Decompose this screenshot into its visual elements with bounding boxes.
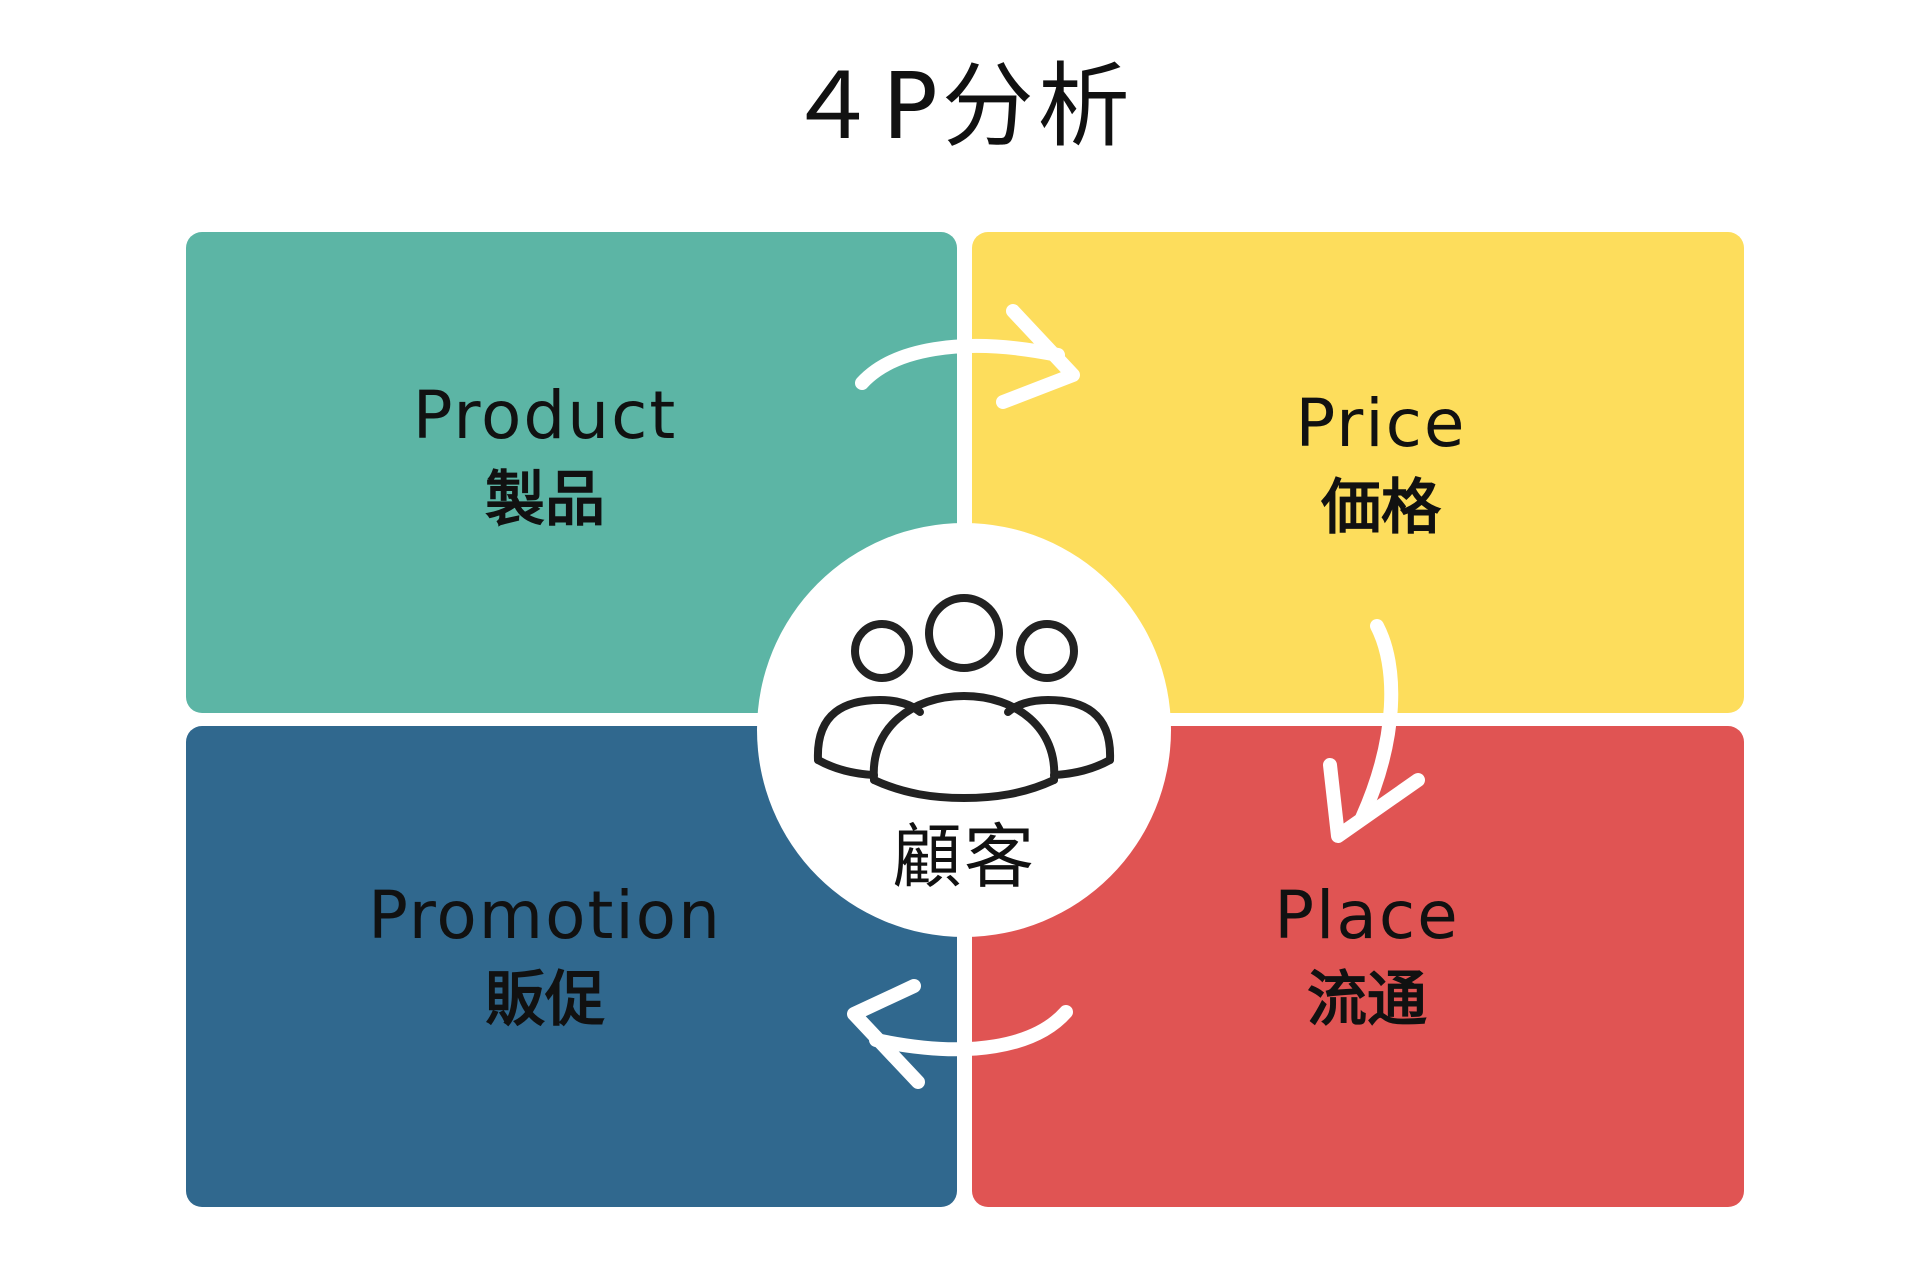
center-customer-label: 顧客 (892, 816, 1036, 898)
quadrant-product-jp: 製品 (485, 464, 605, 535)
quadrant-place-jp: 流通 (1307, 964, 1427, 1035)
quadrant-promotion-en: Promotion (368, 877, 722, 954)
quadrant-place-label: Place 流通 (1117, 877, 1617, 1035)
quadrant-promotion-jp: 販促 (485, 964, 605, 1035)
quadrant-promotion-label: Promotion 販促 (295, 877, 795, 1035)
quadrant-price-en: Price (1295, 385, 1467, 462)
quadrant-place-en: Place (1274, 877, 1460, 954)
quadrant-product-label: Product 製品 (295, 377, 795, 535)
quadrant-price-label: Price 価格 (1131, 385, 1631, 543)
quadrant-product-en: Product (412, 377, 678, 454)
quadrant-price-jp: 価格 (1321, 472, 1441, 543)
page-title: ４P分析 (786, 53, 1134, 160)
